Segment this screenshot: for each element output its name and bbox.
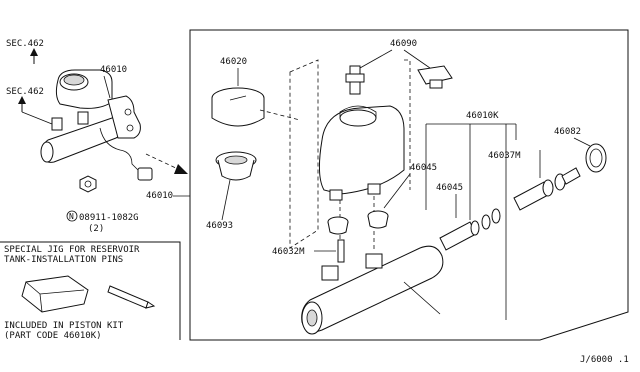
reservoir-pin[interactable] (337, 239, 345, 263)
jig-box-frame (0, 241, 181, 340)
grommet[interactable] (327, 216, 349, 235)
diagram-code: J/6000 .1 (580, 355, 629, 365)
nut-circle-letter: N (69, 212, 74, 221)
label-46093: 46093 (206, 221, 233, 231)
jig-line1: SPECIAL JIG FOR RESERVOIR (4, 245, 140, 255)
secondary-piston[interactable] (439, 208, 501, 251)
grommet[interactable] (367, 210, 389, 229)
label-46090: 46090 (390, 39, 417, 49)
exploded-view-frame (189, 29, 629, 341)
cylinder-body[interactable] (301, 245, 444, 335)
label-46037m: 46037M (488, 151, 521, 161)
reservoir-tank[interactable] (318, 105, 405, 201)
label-nut-part: 08911-1082G (79, 213, 139, 223)
installation-pin[interactable] (107, 285, 156, 309)
reservoir-strainer[interactable] (215, 151, 257, 181)
label-46010-top: 46010 (100, 65, 127, 75)
label-46020: 46020 (220, 57, 247, 67)
jig-line2: TANK-INSTALLATION PINS (4, 255, 123, 265)
jig-line3: INCLUDED IN PISTON KIT (4, 321, 124, 331)
label-sec-462-top: SEC.462 (6, 39, 44, 49)
fluid-level-switch[interactable] (345, 65, 453, 95)
master-cylinder-assembly[interactable] (18, 48, 188, 193)
label-46045-b: 46045 (436, 183, 463, 193)
reservoir-cap[interactable] (211, 87, 265, 127)
label-nut-qty: (2) (88, 224, 104, 234)
label-46010-left: 46010 (146, 191, 173, 201)
label-46045-a: 46045 (410, 163, 437, 173)
jig-line4: (PART CODE 46010K) (4, 331, 102, 341)
label-46032m: 46032M (272, 247, 305, 257)
circled-n-icon (66, 210, 78, 222)
label-46082: 46082 (554, 127, 581, 137)
label-sec-462-left: SEC.462 (6, 87, 44, 97)
piston-seal[interactable] (585, 143, 607, 173)
label-46010k: 46010K (466, 111, 499, 121)
jig-tool[interactable] (21, 275, 89, 313)
primary-piston[interactable] (513, 167, 581, 211)
